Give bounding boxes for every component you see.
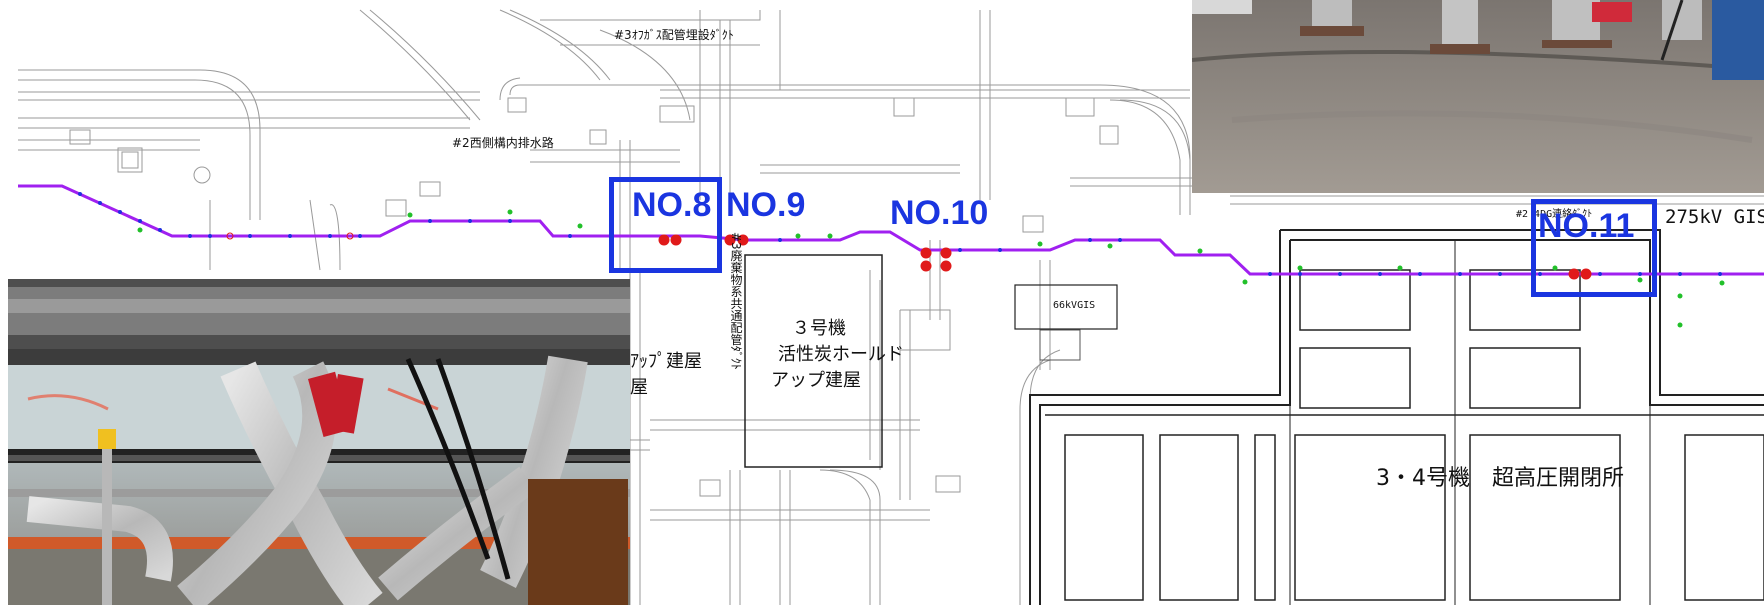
unit3-building [744, 254, 883, 468]
no8-label: NO.8 [632, 186, 712, 224]
unit3-line2: 活性炭ホールド [778, 344, 904, 365]
drain-label: #2西側構内排水路 [452, 136, 554, 150]
no9-label: NO.9 [726, 186, 806, 224]
unit3-line1: ３号機 [792, 318, 846, 339]
partial-building-label: ｱｯﾌﾟ建屋 [630, 351, 702, 372]
gis66-label: 66kVGIS [1053, 300, 1096, 311]
no11-label: NO.11 [1538, 207, 1635, 245]
photo-floor-valves [1192, 0, 1764, 193]
connection-duct-label: #2 4DG連絡ﾀﾞｸﾄ [1516, 209, 1593, 220]
duct-top-label: #3ｵﾌｶﾞｽ配管埋設ﾀﾞｸﾄ [614, 28, 734, 42]
gis275-label: 275kV GIS [1665, 206, 1764, 228]
unit3-line3: アップ建屋 [771, 370, 861, 391]
partial-building-label-2: 屋 [630, 377, 648, 398]
leak-points [226, 232, 1592, 280]
no10-label: NO.10 [890, 194, 989, 232]
gis66-box [1014, 284, 1118, 330]
pipe-route [18, 184, 1764, 276]
no8-box [609, 177, 722, 273]
photo-pipe-rack [8, 279, 630, 605]
no11-box [1531, 199, 1657, 297]
waste-duct-label: #3廃棄物系共通配管ﾀﾞｸﾄ [729, 232, 743, 370]
switchyard-label: 3・4号機 超高圧開閉所 [1376, 466, 1624, 491]
switchyard-building [1029, 229, 1764, 605]
